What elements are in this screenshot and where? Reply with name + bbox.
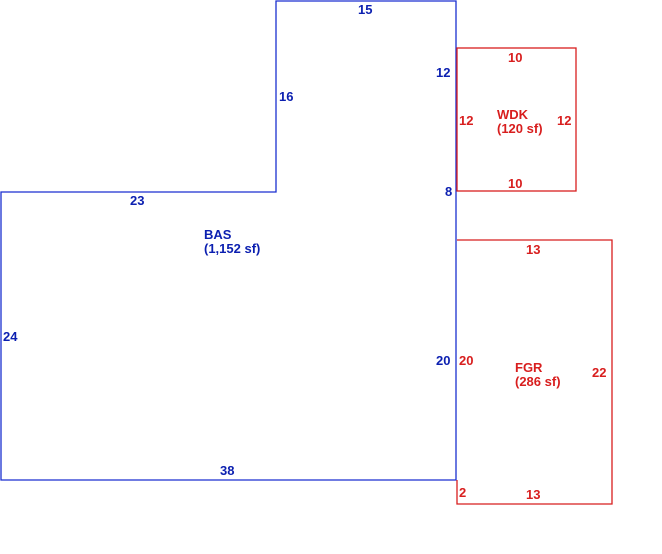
bas-dim-top: 15 bbox=[358, 2, 372, 17]
wdk-outline bbox=[456, 47, 577, 192]
fgr-code-label: FGR bbox=[515, 360, 543, 375]
bas-outline bbox=[0, 0, 457, 481]
bas-dim-left: 24 bbox=[3, 329, 18, 344]
fgr-dim-bottom: 13 bbox=[526, 487, 540, 502]
wdk-dim-left: 12 bbox=[459, 113, 473, 128]
fgr-dim-left: 20 bbox=[459, 353, 473, 368]
bas-dim-left-upper: 16 bbox=[279, 89, 293, 104]
wdk-dim-bottom: 10 bbox=[508, 176, 522, 191]
bas-area-label: (1,152 sf) bbox=[204, 241, 260, 256]
fgr-area-label: (286 sf) bbox=[515, 374, 561, 389]
bas-dim-right-upper: 12 bbox=[436, 65, 450, 80]
wdk-code-label: WDK bbox=[497, 107, 529, 122]
wdk-dim-right: 12 bbox=[557, 113, 571, 128]
wdk-dim-top: 10 bbox=[508, 50, 522, 65]
wdk-area-label: (120 sf) bbox=[497, 121, 543, 136]
bas-dim-right-mid: 8 bbox=[445, 184, 452, 199]
fgr-outline bbox=[456, 239, 613, 505]
fgr-dim-corner: 2 bbox=[459, 485, 466, 500]
bas-dim-bottom: 38 bbox=[220, 463, 234, 478]
bas-dim-right-lower: 20 bbox=[436, 353, 450, 368]
fgr-dim-top: 13 bbox=[526, 242, 540, 257]
fgr-dim-right: 22 bbox=[592, 365, 606, 380]
bas-code-label: BAS bbox=[204, 227, 232, 242]
bas-dim-step: 23 bbox=[130, 193, 144, 208]
